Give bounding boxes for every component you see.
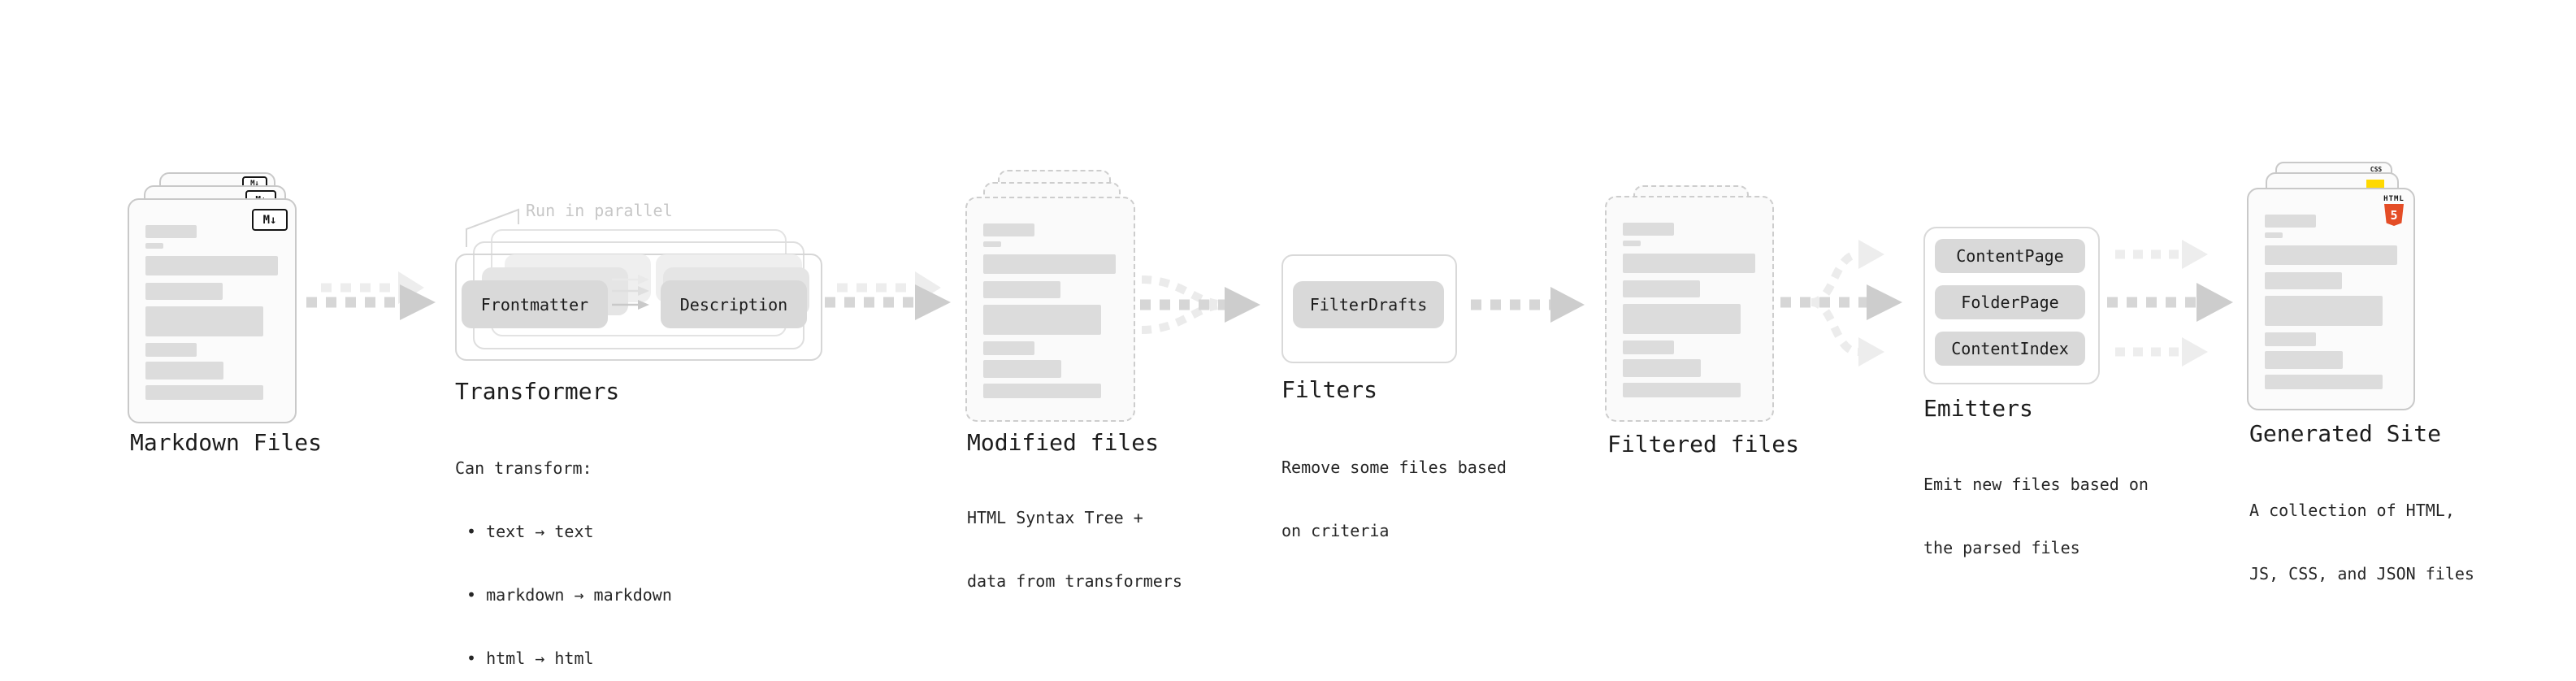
transformers-bullet: • markdown → markdown xyxy=(466,585,672,605)
text-line-placeholder xyxy=(1623,254,1755,273)
text-line-placeholder xyxy=(983,360,1061,378)
modified-files-desc-line: HTML Syntax Tree + xyxy=(967,508,1143,527)
text-line-placeholder xyxy=(2265,272,2342,289)
text-line-placeholder xyxy=(1623,280,1700,297)
text-line-placeholder xyxy=(2265,332,2316,346)
text-line-placeholder xyxy=(2265,351,2343,369)
text-line-placeholder xyxy=(145,385,263,400)
emitters-desc-line: Emit new files based on xyxy=(1923,475,2149,494)
filtered-file-front xyxy=(1605,196,1774,422)
js-icon xyxy=(2366,180,2384,189)
pill-to-pill-arrows xyxy=(612,275,649,310)
markdown-files-title: Markdown Files xyxy=(130,429,323,456)
modified-files-desc-line: data from transformers xyxy=(967,571,1182,591)
filtered-files-title: Filtered files xyxy=(1607,431,1800,458)
run-in-parallel-label: Run in parallel xyxy=(526,201,673,220)
html5-icon-label: HTML xyxy=(2383,195,2405,203)
emitters-desc-line: the parsed files xyxy=(1923,538,2080,557)
transformers-bullet: • text → text xyxy=(466,522,594,541)
text-line-placeholder xyxy=(983,254,1116,274)
modified-file-front xyxy=(965,197,1135,422)
filters-title: Filters xyxy=(1281,376,1378,403)
text-line-placeholder xyxy=(1623,223,1674,236)
arrow-transformers-to-modified xyxy=(825,271,951,320)
arrow-filtered-to-emitters xyxy=(1780,240,1902,367)
text-line-placeholder xyxy=(145,283,223,300)
arrow-filters-to-filtered xyxy=(1471,287,1585,323)
folderpage-pill: FolderPage xyxy=(1935,285,2085,319)
text-line-placeholder xyxy=(2265,245,2397,265)
emitters-title: Emitters xyxy=(1923,395,2033,422)
text-line-placeholder xyxy=(145,306,263,336)
generated-site-description: A collection of HTML, JS, CSS, and JSON … xyxy=(2249,458,2474,627)
text-line-placeholder xyxy=(2265,215,2316,228)
markdown-icon: M↓ xyxy=(252,209,288,231)
text-line-placeholder xyxy=(145,225,197,238)
text-line-placeholder xyxy=(983,384,1101,398)
modified-files-description: HTML Syntax Tree + data from transformer… xyxy=(967,465,1182,634)
text-line-placeholder xyxy=(1623,241,1641,246)
filters-box xyxy=(1281,254,1457,363)
contentindex-pill: ContentIndex xyxy=(1935,332,2085,366)
emitters-description: Emit new files based on the parsed files xyxy=(1923,432,2149,601)
markdown-file-front: M↓ xyxy=(128,198,297,423)
text-line-placeholder xyxy=(983,341,1034,355)
text-line-placeholder xyxy=(145,362,223,380)
transformers-desc-heading: Can transform: xyxy=(455,458,592,478)
text-line-placeholder xyxy=(1623,383,1741,397)
text-line-placeholder xyxy=(983,305,1101,335)
text-line-placeholder xyxy=(145,256,278,275)
generated-site-desc-line: JS, CSS, and JSON files xyxy=(2249,564,2474,583)
modified-files-title: Modified files xyxy=(967,429,1160,456)
text-line-placeholder xyxy=(1623,304,1741,334)
generated-site-desc-line: A collection of HTML, xyxy=(2249,501,2455,520)
filters-desc-line: Remove some files based xyxy=(1281,458,1507,477)
arrow-modified-to-filters xyxy=(1140,275,1260,334)
arrow-emitters-to-site xyxy=(2107,240,2233,367)
text-line-placeholder xyxy=(145,343,197,357)
text-line-placeholder xyxy=(2265,296,2383,326)
transformers-description: Can transform: • text → text • markdown … xyxy=(455,415,672,681)
text-line-placeholder xyxy=(1623,359,1701,377)
text-line-placeholder xyxy=(983,241,1001,247)
text-line-placeholder xyxy=(1623,340,1674,354)
description-pill: Description xyxy=(661,280,807,328)
css-icon-label: CSS xyxy=(2370,166,2383,173)
text-line-placeholder xyxy=(983,223,1034,236)
frontmatter-pill: Frontmatter xyxy=(462,280,608,328)
html5-icon-number: 5 xyxy=(2390,207,2398,223)
text-line-placeholder xyxy=(145,243,163,249)
generated-site-title: Generated Site xyxy=(2249,420,2442,447)
filterdrafts-pill: FilterDrafts xyxy=(1293,281,1444,328)
text-line-placeholder xyxy=(2265,375,2383,389)
html5-icon: HTML 5 xyxy=(2383,195,2405,226)
arrow-markdown-to-transformers xyxy=(306,271,436,320)
contentpage-pill: ContentPage xyxy=(1935,239,2085,273)
text-line-placeholder xyxy=(2265,232,2283,238)
run-in-parallel-leader-line xyxy=(466,208,519,247)
filters-desc-line: on criteria xyxy=(1281,521,1390,540)
text-line-placeholder xyxy=(983,281,1060,298)
filters-description: Remove some files based on criteria xyxy=(1281,414,1507,583)
transformers-bullet: • html → html xyxy=(466,648,594,668)
emitters-box xyxy=(1923,227,2100,384)
site-file-html: HTML 5 xyxy=(2247,188,2415,410)
transformers-title: Transformers xyxy=(455,378,620,405)
